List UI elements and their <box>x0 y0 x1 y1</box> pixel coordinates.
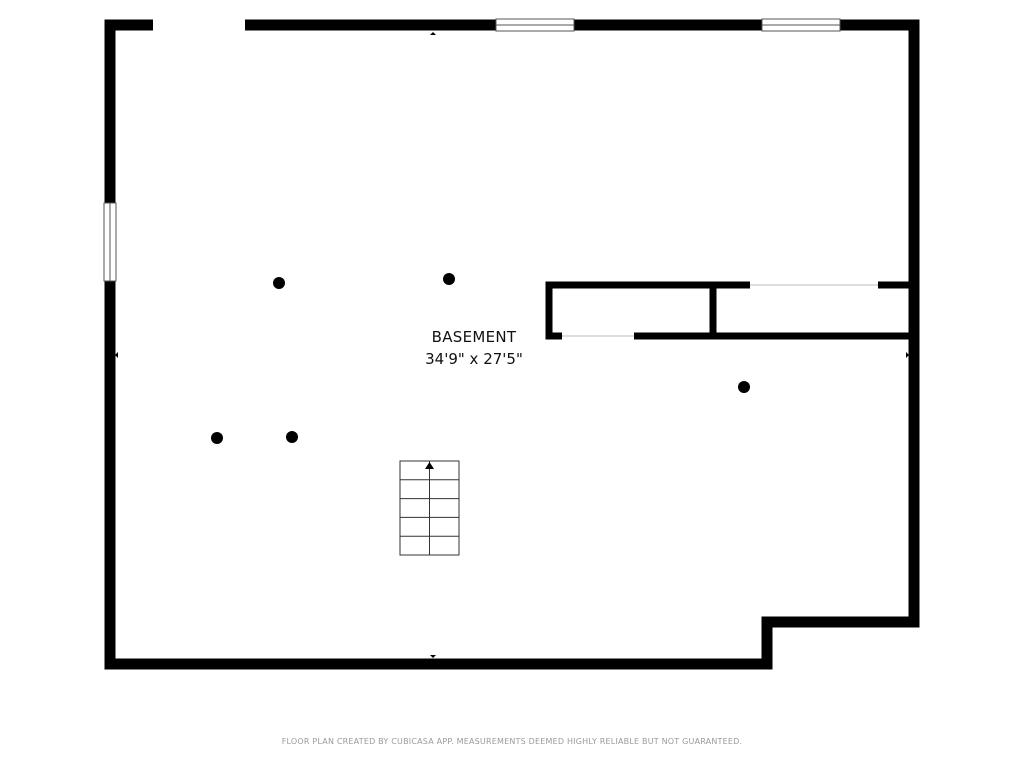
room-name: BASEMENT <box>431 328 517 346</box>
stairs-up-arrow-icon <box>425 462 434 469</box>
dimension-marker-icon <box>430 655 436 658</box>
exterior-walls <box>104 19 920 670</box>
dimension-markers <box>115 32 909 658</box>
interior-walls <box>545 281 910 340</box>
left-window <box>103 202 117 282</box>
closet-bottom-opening <box>562 332 634 340</box>
support-post-icon <box>286 431 298 443</box>
dimension-marker-icon <box>115 352 118 358</box>
closet-top-opening <box>750 281 878 289</box>
support-post-icon <box>443 273 455 285</box>
support-posts <box>211 273 750 444</box>
top-window-1 <box>495 18 575 32</box>
stairs-icon <box>399 460 460 556</box>
dimension-marker-icon <box>430 32 436 35</box>
support-post-icon <box>738 381 750 393</box>
top-window-2 <box>761 18 841 32</box>
footer-disclaimer: FLOOR PLAN CREATED BY CUBICASA APP. MEAS… <box>281 737 743 746</box>
support-post-icon <box>273 277 285 289</box>
dimension-marker-icon <box>906 352 909 358</box>
support-post-icon <box>211 432 223 444</box>
top-door-opening <box>153 19 245 31</box>
room-dimensions: 34'9" x 27'5" <box>425 350 523 368</box>
